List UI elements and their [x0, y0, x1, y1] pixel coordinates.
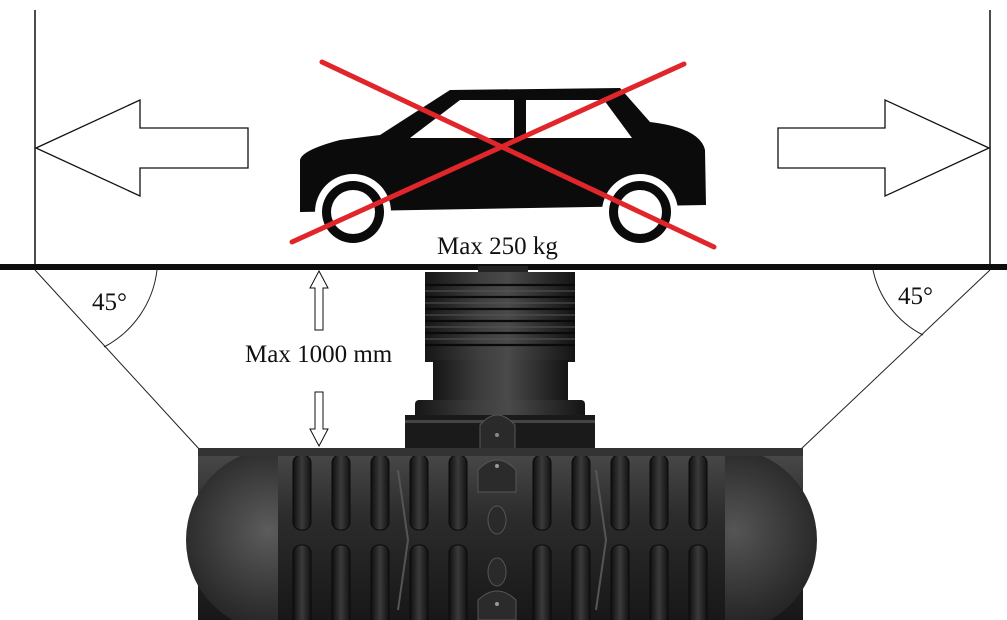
- angle-right-marker: [799, 269, 991, 451]
- hollow-arrow-left-icon: [34, 98, 249, 198]
- max-depth-label: Max 1000 mm: [245, 341, 393, 368]
- angle-left-marker: [34, 269, 201, 451]
- red-cross-icon: [289, 59, 717, 250]
- car-icon: [300, 88, 706, 250]
- angle-right-label: 45°: [898, 283, 933, 310]
- hollow-arrow-down-icon: [309, 391, 329, 448]
- angle-left-label: 45°: [92, 289, 127, 316]
- hollow-arrow-up-icon: [309, 269, 329, 331]
- riser-pipe: [405, 266, 595, 451]
- tank-body: [186, 448, 817, 620]
- max-load-label: Max 250 kg: [437, 233, 558, 260]
- hollow-arrow-right-icon: [777, 98, 991, 198]
